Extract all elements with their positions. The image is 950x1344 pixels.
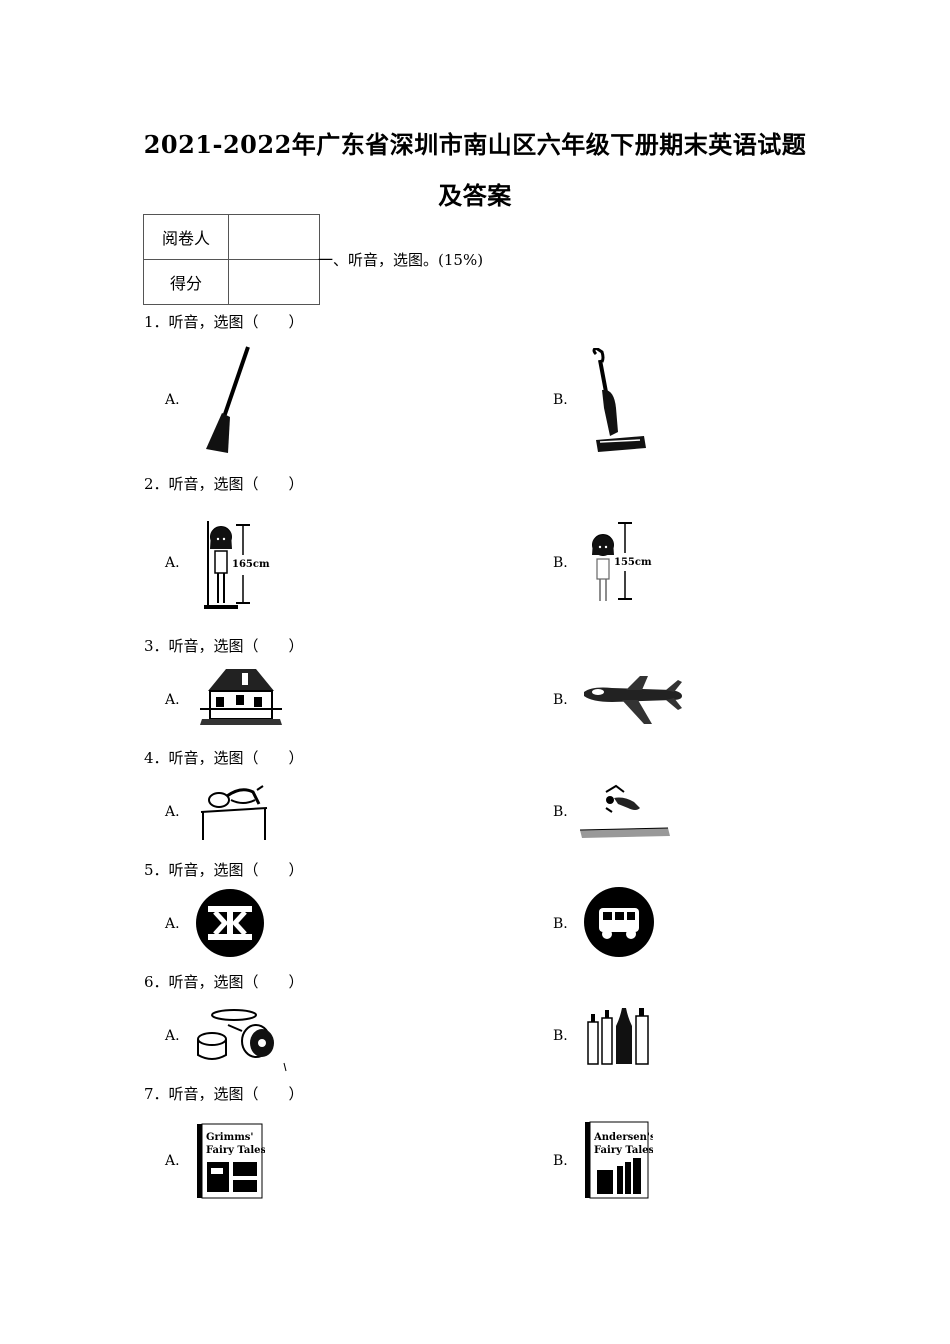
question-3: 3．听音，选图（ ） — [144, 637, 304, 655]
airplane-icon[interactable] — [582, 670, 687, 730]
q5-option-b-label: B. — [553, 916, 568, 932]
section-heading: 一、听音，选图。(15%) — [318, 251, 484, 269]
score-field — [228, 259, 320, 305]
question-4: 4．听音，选图（ ） — [144, 749, 304, 767]
q1-option-b-label: B. — [553, 392, 568, 408]
question-1: 1．听音，选图（ ） — [144, 313, 304, 331]
bus-sign-icon[interactable] — [583, 886, 655, 958]
girl-height-icon[interactable]: 165cm — [200, 515, 275, 613]
q7-option-a-label: A. — [165, 1153, 180, 1169]
score-table: 阅卷人 得分 — [143, 214, 320, 305]
q6-option-b-label: B. — [553, 1028, 568, 1044]
height-155-label: 155cm — [614, 557, 652, 568]
q3-option-b-label: B. — [553, 692, 568, 708]
question-5: 5．听音，选图（ ） — [144, 861, 304, 879]
cans-icon[interactable] — [192, 1005, 292, 1073]
book-title-line1: Grimms' — [206, 1132, 253, 1143]
book-title-line2: Fairy Tales — [594, 1145, 653, 1156]
metro-logo-icon[interactable] — [195, 888, 265, 958]
girl-height-icon-short[interactable]: 155cm — [582, 515, 657, 613]
bottles-icon[interactable] — [584, 1002, 659, 1068]
q4-option-b-label: B. — [553, 804, 568, 820]
page-title: 2021-2022年广东省深圳市南山区六年级下册期末英语试题 — [143, 130, 807, 159]
question-6: 6．听音，选图（ ） — [144, 973, 304, 991]
q2-option-b-label: B. — [553, 555, 568, 571]
vacuum-cleaner-icon[interactable] — [588, 348, 650, 456]
q4-option-a-label: A. — [165, 804, 180, 820]
long-jump-icon[interactable] — [580, 778, 670, 840]
book-icon-andersen[interactable]: Andersen's Fairy Tales — [583, 1118, 653, 1202]
page-title-continued: 及答案 — [438, 181, 512, 210]
q3-option-a-label: A. — [165, 692, 180, 708]
q5-option-a-label: A. — [165, 916, 180, 932]
height-165-label: 165cm — [232, 559, 270, 570]
book-title-line1: Andersen's — [593, 1132, 653, 1143]
question-7: 7．听音，选图（ ） — [144, 1085, 304, 1103]
reviewer-field — [228, 214, 320, 260]
question-2: 2．听音，选图（ ） — [144, 475, 304, 493]
score-label: 得分 — [143, 259, 229, 305]
q6-option-a-label: A. — [165, 1028, 180, 1044]
q1-option-a-label: A. — [165, 392, 180, 408]
book-icon-grimms[interactable]: Grimms' Fairy Tales — [195, 1122, 265, 1200]
high-jump-icon[interactable] — [197, 778, 272, 842]
broom-icon[interactable] — [200, 345, 260, 455]
q2-option-a-label: A. — [165, 555, 180, 571]
house-icon[interactable] — [196, 665, 286, 731]
book-title-line2: Fairy Tales — [206, 1145, 265, 1156]
q7-option-b-label: B. — [553, 1153, 568, 1169]
reviewer-label: 阅卷人 — [143, 214, 229, 260]
